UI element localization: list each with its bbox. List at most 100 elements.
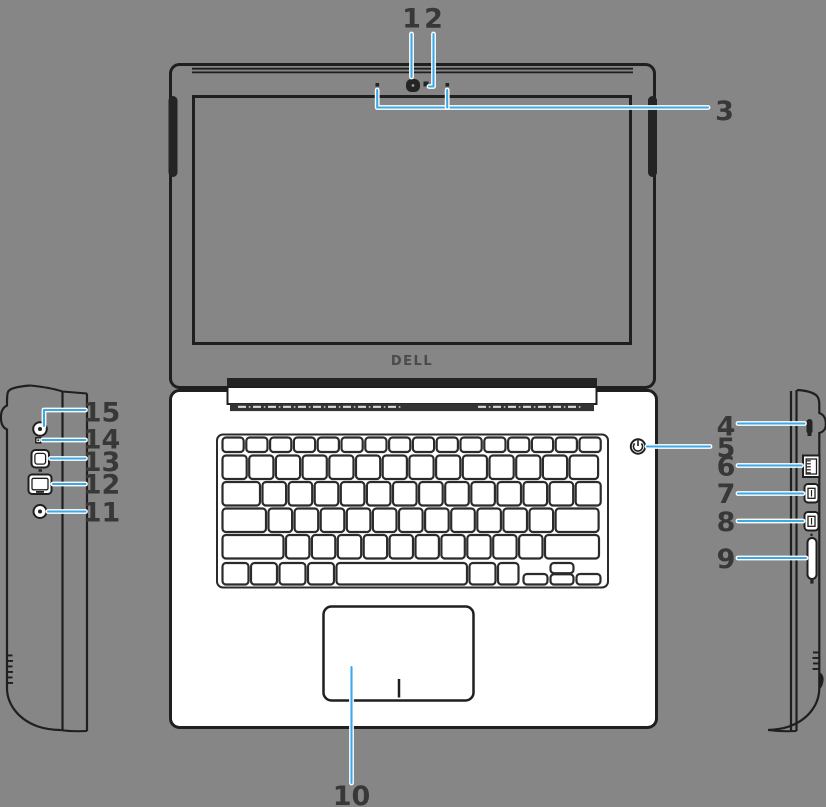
keyboard-key bbox=[424, 507, 450, 534]
vent-dash bbox=[523, 405, 531, 408]
mini-displayport bbox=[30, 449, 50, 472]
vent-dot bbox=[398, 406, 401, 408]
hinge-vent-marks bbox=[238, 405, 581, 408]
keyboard-key bbox=[440, 533, 466, 560]
keyboard-key bbox=[391, 480, 418, 507]
keyboard-key bbox=[461, 454, 489, 481]
keyboard-key bbox=[316, 436, 341, 454]
vent-dot bbox=[383, 406, 386, 408]
vent-dash bbox=[478, 405, 486, 408]
keyboard-key bbox=[301, 454, 328, 481]
keyboard-key bbox=[221, 436, 245, 454]
left-bezel-bar bbox=[168, 96, 178, 177]
usb-port-lower bbox=[803, 511, 820, 532]
callout-label-camera: 1 bbox=[402, 4, 421, 35]
keyboard-key bbox=[319, 507, 346, 534]
keyboard-key bbox=[365, 480, 392, 507]
keyboard-key bbox=[418, 480, 444, 507]
callout-line-15-casing bbox=[41, 407, 88, 429]
vent-dash bbox=[328, 405, 336, 408]
keyboard-key bbox=[340, 436, 364, 454]
keyboard-key bbox=[335, 561, 469, 586]
keyboard-key bbox=[515, 454, 542, 481]
headset-port bbox=[32, 504, 48, 519]
hinge-band bbox=[227, 378, 597, 387]
callout-line-15 bbox=[42, 408, 87, 428]
left-side-outline bbox=[0, 384, 61, 732]
keyboard-key bbox=[339, 480, 366, 507]
vent-dash bbox=[568, 405, 576, 408]
callout-label-microphones: 3 bbox=[715, 96, 734, 127]
vent-dot bbox=[353, 406, 356, 408]
keyboard-key bbox=[541, 454, 569, 481]
right-bezel-bar bbox=[648, 96, 657, 177]
keyboard-key bbox=[492, 533, 518, 560]
keyboard-key bbox=[388, 533, 415, 560]
keyboard-key bbox=[549, 573, 575, 586]
vent-dot bbox=[308, 406, 311, 408]
keyboard-key bbox=[287, 480, 314, 507]
vent-dash bbox=[238, 405, 246, 408]
keyboard-key bbox=[328, 454, 355, 481]
callout-label-power-button: 5 bbox=[717, 433, 736, 464]
keyboard-outline bbox=[216, 433, 609, 589]
keyboard-key bbox=[466, 533, 492, 560]
keyboard-key bbox=[310, 533, 337, 560]
vent-dash bbox=[508, 405, 516, 408]
vent-dash bbox=[343, 405, 351, 408]
keyboard-key bbox=[468, 561, 497, 586]
camera-lens-dot bbox=[411, 84, 415, 87]
left-side-top-edge bbox=[29, 384, 88, 395]
keyboard-key bbox=[459, 436, 483, 454]
vent-dash bbox=[298, 405, 306, 408]
keyboard-key bbox=[293, 507, 320, 534]
keyboard-key bbox=[411, 436, 436, 454]
usb-port-upper bbox=[803, 483, 820, 504]
vent-dash bbox=[373, 405, 381, 408]
vent-dash bbox=[268, 405, 276, 408]
power-icon bbox=[632, 442, 644, 452]
vent-dot bbox=[263, 406, 266, 408]
callout-label-mini-displayport: 13 bbox=[83, 447, 121, 478]
keyboard-key bbox=[336, 533, 363, 560]
keyboard-key bbox=[267, 507, 294, 534]
vent-dot bbox=[518, 406, 521, 408]
callout-label-usb-port-upper: 7 bbox=[717, 479, 736, 510]
display-lid: DELL bbox=[168, 63, 657, 389]
vent-dash bbox=[283, 405, 291, 408]
callout-label-power-adapter-port: 15 bbox=[83, 398, 121, 429]
keyboard-key bbox=[414, 533, 440, 560]
keyboard-key bbox=[444, 480, 470, 507]
vent-dot bbox=[278, 406, 281, 408]
vent-dash bbox=[358, 405, 366, 408]
keyboard-key bbox=[245, 436, 269, 454]
keyboard-key bbox=[388, 436, 412, 454]
vent-dot bbox=[533, 406, 536, 408]
keyboard-key bbox=[221, 533, 285, 560]
callout-labels: 1 2 3 4 5 6 7 8 9 10 11 12 13 14 15 bbox=[83, 4, 736, 807]
keyboard-key bbox=[528, 507, 555, 534]
keyboard-key bbox=[221, 480, 262, 507]
keyboard-key bbox=[522, 480, 549, 507]
keyboard-key bbox=[249, 561, 279, 586]
callout-label-headset-port: 11 bbox=[83, 498, 121, 529]
keyboard-key bbox=[530, 436, 555, 454]
callout-label-usb-port-lower: 8 bbox=[717, 507, 736, 538]
callout-line-2 bbox=[427, 32, 435, 88]
keyboard-key bbox=[450, 507, 476, 534]
callout-label-security-cable-slot: 4 bbox=[717, 412, 736, 443]
keyboard-key bbox=[292, 436, 317, 454]
keyboard-key bbox=[496, 480, 523, 507]
hinge-cover bbox=[226, 386, 598, 405]
keyboard-key bbox=[261, 480, 288, 507]
vent-dash bbox=[553, 405, 561, 408]
callout-line-3 bbox=[376, 88, 710, 109]
power-status-light bbox=[35, 437, 42, 444]
keyboard-key bbox=[284, 533, 311, 560]
callout-label-touchpad: 10 bbox=[333, 781, 371, 807]
keyboard-key bbox=[274, 454, 302, 481]
callout-label-camera-status-light: 2 bbox=[424, 4, 443, 35]
laptop-top-view: DELL bbox=[168, 63, 658, 729]
vent-dot bbox=[563, 406, 566, 408]
power-button bbox=[629, 438, 647, 455]
